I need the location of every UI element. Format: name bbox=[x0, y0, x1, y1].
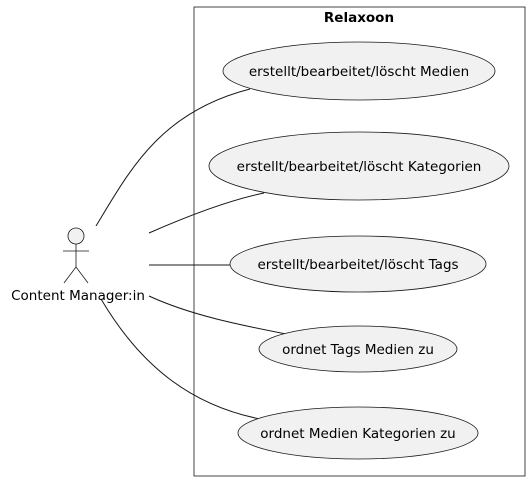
use-case-tags-medien: ordnet Tags Medien zu bbox=[258, 325, 458, 373]
actor-right-leg bbox=[75, 266, 89, 284]
use-case-ellipse bbox=[258, 325, 458, 373]
association-tags-medien bbox=[148, 295, 287, 335]
use-case-medien-kategorien: ordnet Medien Kategorien zu bbox=[237, 406, 479, 460]
actor-stick-figure-icon bbox=[63, 227, 89, 284]
actor-left-leg bbox=[63, 266, 77, 284]
system-boundary: Relaxoon bbox=[193, 6, 526, 477]
use-case-ellipse bbox=[237, 406, 479, 460]
actor-name: Content Manager:in bbox=[11, 288, 145, 304]
association-medien bbox=[95, 88, 251, 227]
actor-head bbox=[67, 227, 85, 245]
use-case-kategorien: erstellt/bearbeitet/löscht Kategorien bbox=[208, 131, 510, 201]
association-kategorien bbox=[148, 192, 265, 234]
associations bbox=[95, 88, 287, 420]
use-case-label: erstellt/bearbeitet/löscht Medien bbox=[249, 64, 469, 80]
system-title: Relaxoon bbox=[324, 10, 394, 26]
use-case-label: ordnet Medien Kategorien zu bbox=[260, 426, 455, 442]
system-boundary-rect bbox=[193, 6, 526, 477]
actor-content-manager: Content Manager:in bbox=[11, 227, 145, 304]
association-medien-kategorien bbox=[100, 298, 261, 420]
use-case-label: erstellt/bearbeitet/löscht Kategorien bbox=[237, 159, 482, 175]
use-case-label: erstellt/bearbeitet/löscht Tags bbox=[257, 257, 458, 273]
use-case-ellipse bbox=[229, 235, 487, 293]
use-case-medien: erstellt/bearbeitet/löscht Medien bbox=[222, 41, 496, 101]
use-case-label: ordnet Tags Medien zu bbox=[282, 342, 434, 358]
use-case-tags: erstellt/bearbeitet/löscht Tags bbox=[229, 235, 487, 293]
use-case-ellipse bbox=[222, 41, 496, 101]
use-case-ellipse bbox=[208, 131, 510, 201]
